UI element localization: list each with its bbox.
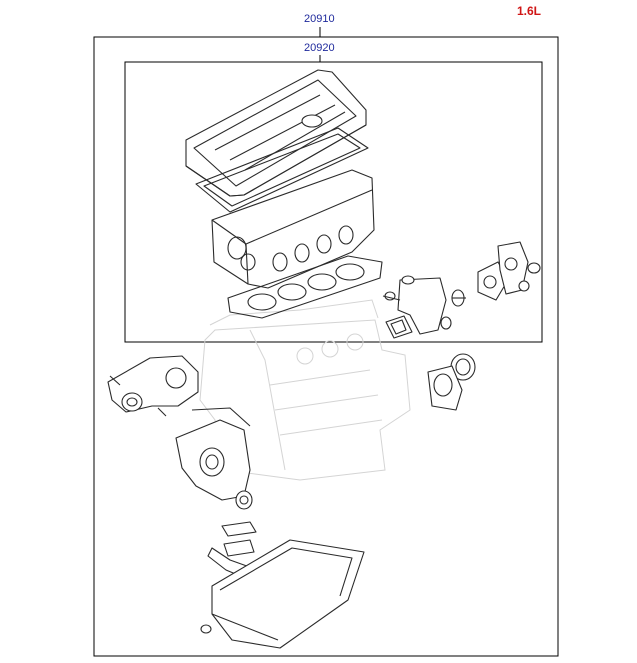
valve-cover-gasket[interactable]	[195, 127, 369, 213]
inner-kit-part-number[interactable]: 20920	[304, 42, 335, 54]
oil-pump-case[interactable]	[175, 407, 251, 501]
rear-seal-retainer[interactable]	[427, 365, 463, 411]
thermostat-housing[interactable]	[382, 275, 452, 335]
water-inlet-gasket[interactable]	[385, 315, 413, 339]
engine-displacement-label: 1.6L	[517, 4, 542, 18]
oil-strainer-gasket[interactable]	[223, 539, 255, 557]
cylinder-head[interactable]	[211, 169, 375, 289]
thermostat-gasket[interactable]	[477, 261, 509, 301]
thermostat[interactable]	[451, 289, 466, 307]
cylinder-head-gasket[interactable]	[227, 255, 383, 319]
oil-drain-plug[interactable]	[200, 624, 212, 634]
valve-cover[interactable]	[185, 69, 367, 197]
water-pump[interactable]	[107, 355, 199, 417]
engine-block-ghost	[199, 299, 411, 481]
front-crankshaft-seal[interactable]	[235, 490, 253, 510]
oil-pickup-gasket[interactable]	[221, 521, 257, 537]
outer-kit-part-number[interactable]: 20910	[304, 13, 335, 25]
water-outlet[interactable]	[497, 241, 541, 295]
oil-pan[interactable]	[211, 539, 365, 649]
outer-kit-frame	[93, 36, 559, 657]
